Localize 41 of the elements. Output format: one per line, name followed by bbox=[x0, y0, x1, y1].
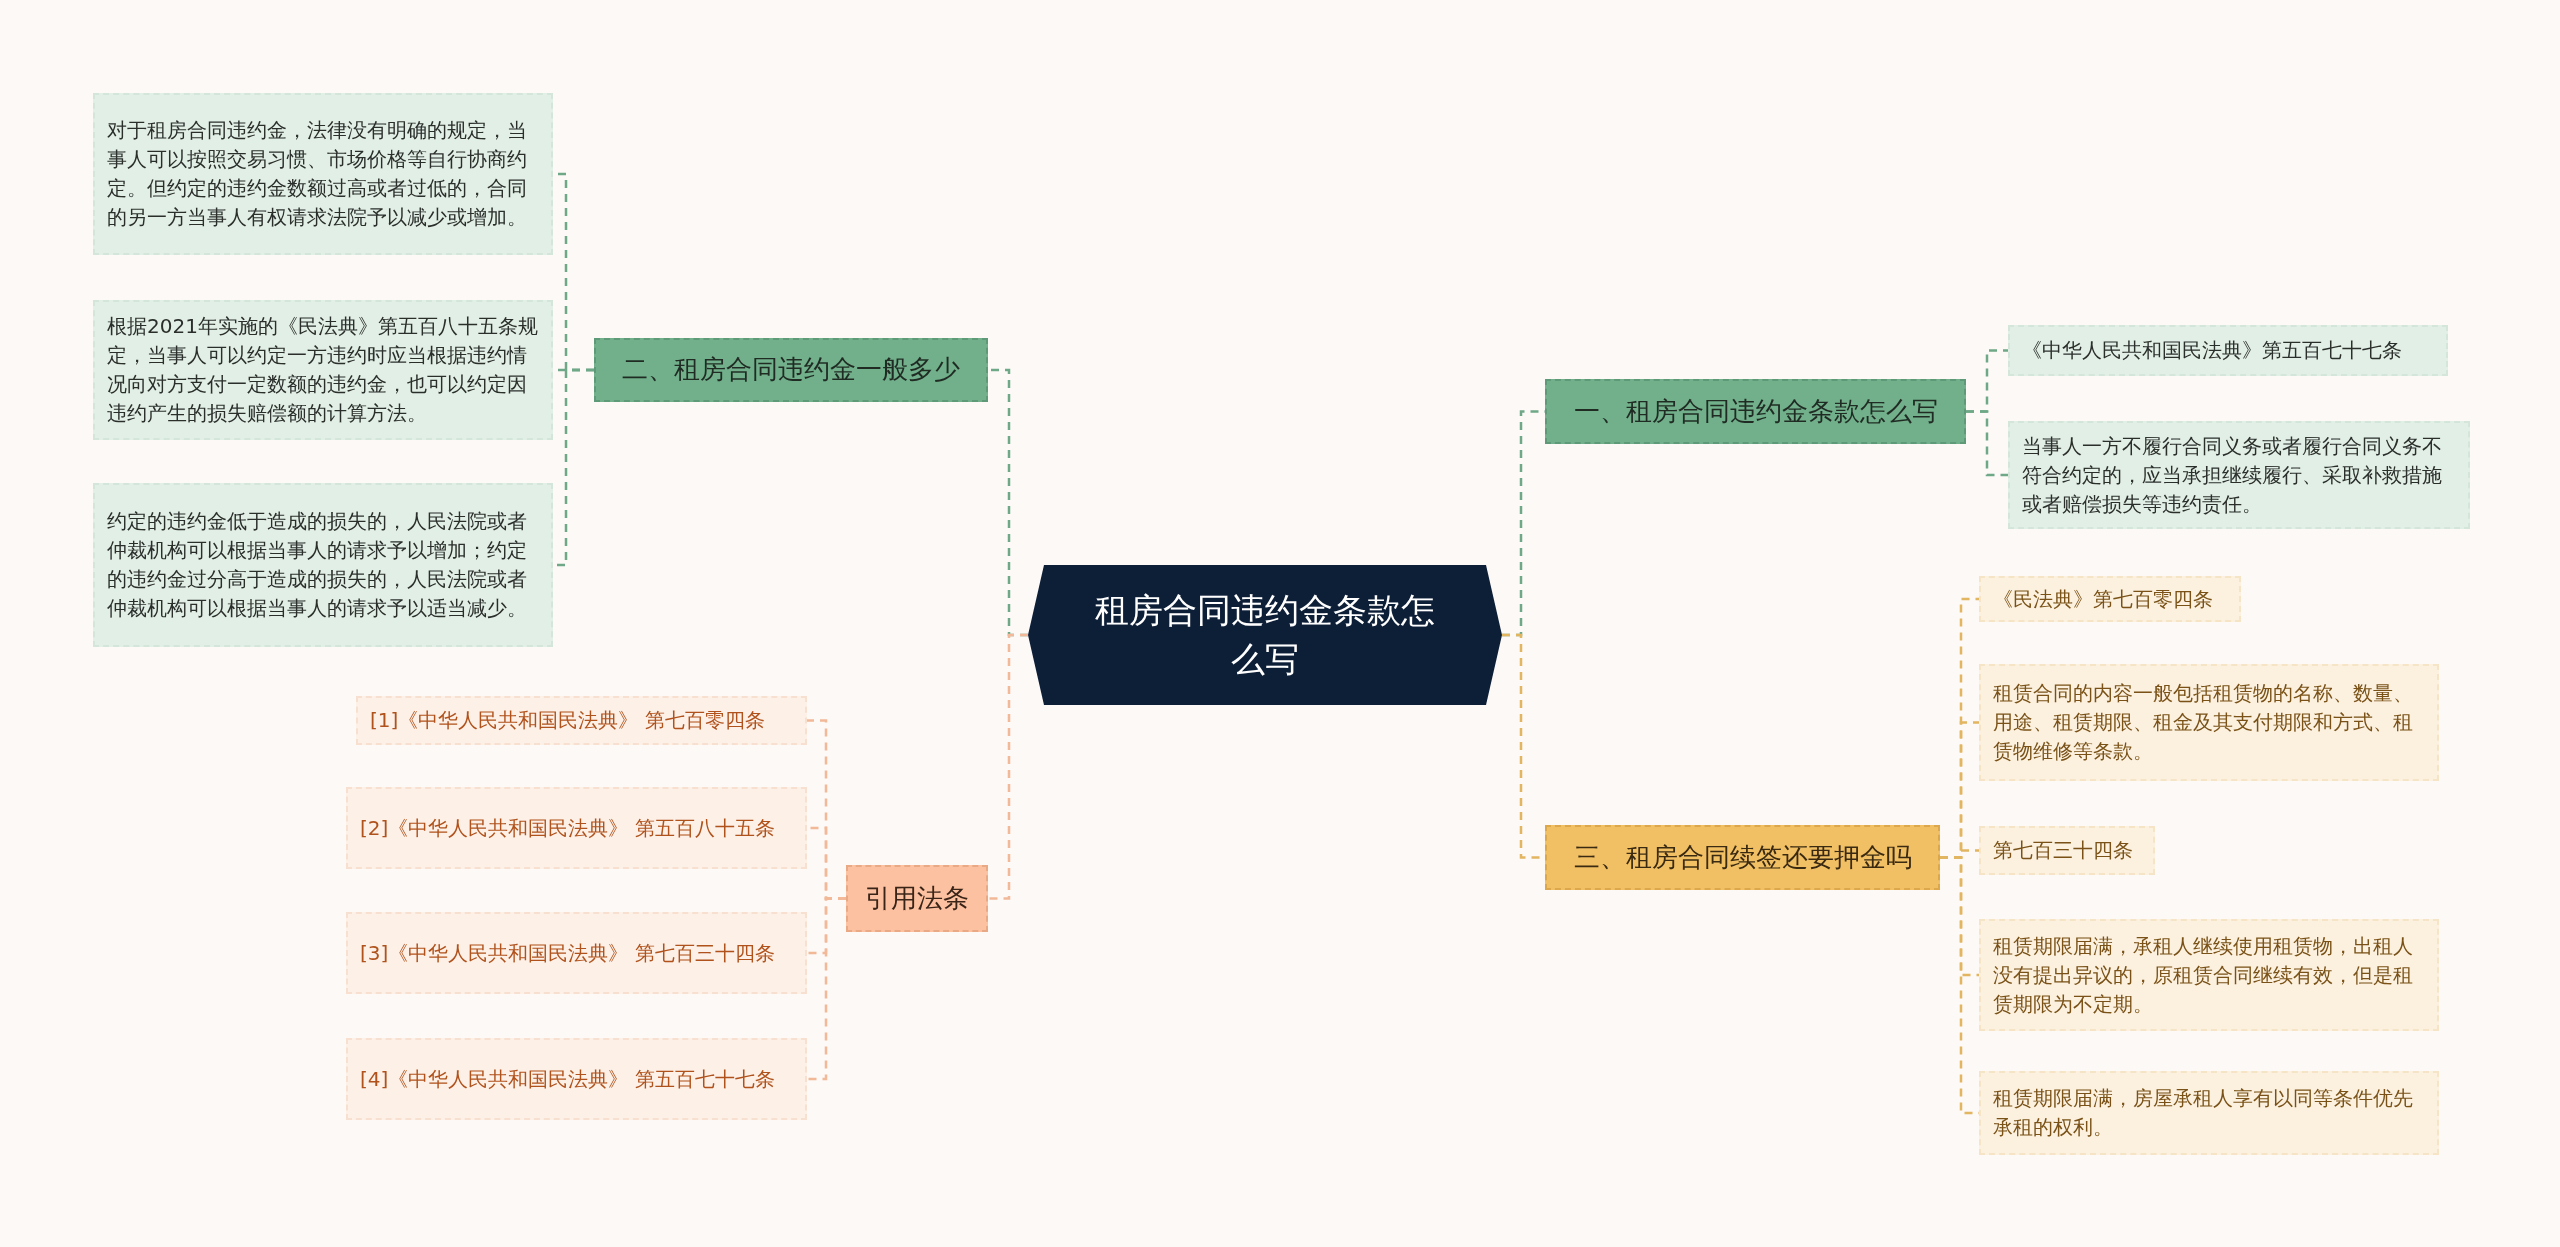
topic-box bbox=[846, 865, 988, 932]
topic-text: 三、租房合同续签还要押金吗 bbox=[1573, 840, 1912, 874]
note-box bbox=[346, 912, 807, 994]
topic-text: 租房合同违约金条款怎么写 bbox=[1094, 588, 1436, 681]
note-text: 当事人一方不履行合同义务或者履行合同义务不符合约定的，应当承担继续履行、采取补救措施或者赔偿损失等违约责任。 bbox=[2022, 432, 2443, 518]
note-text: 第七百三十四条 bbox=[1993, 837, 2133, 864]
note-box bbox=[346, 1038, 807, 1120]
note-text: 《中华人民共和国民法典》第五百七十七条 bbox=[2022, 337, 2402, 364]
note-text: 租赁合同的内容一般包括租赁物的名称、数量、用途、租赁期限、租金及其支付期限和方式、租赁物维修等条款。 bbox=[1993, 680, 2414, 765]
topic-box bbox=[1545, 379, 1966, 444]
note-box bbox=[93, 483, 553, 647]
topic-hexagon bbox=[1028, 565, 1502, 705]
topic-text: 二、租房合同违约金一般多少 bbox=[622, 353, 960, 387]
note-text: 《民法典》第七百零四条 bbox=[1993, 585, 2213, 613]
note-text: 根据2021年实施的《民法典》第五百八十五条规定，当事人可以约定一方违约时应当根据违约情况向对方支付一定数额的违约金，也可以约定因违约产生的损失赔偿额的计算方法。 bbox=[107, 313, 539, 427]
note-text: [1]《中华人民共和国民法典》 第七百零四条 bbox=[370, 707, 765, 734]
note-text: 约定的违约金低于造成的损失的，人民法院或者仲裁机构可以根据当事人的请求予以增加；约定的违约金过分高于造成的损失的，人民法院或者仲裁机构可以根据当事人的请求予以适当减少。 bbox=[107, 508, 528, 622]
note-text: [3]《中华人民共和国民法典》 第七百三十四条 bbox=[360, 939, 775, 967]
note-box bbox=[1979, 664, 2439, 781]
note-box bbox=[1979, 919, 2439, 1031]
note-box bbox=[1979, 1071, 2439, 1155]
note-box bbox=[93, 93, 553, 255]
topic-text: 引用法条 bbox=[865, 881, 969, 915]
note-box bbox=[346, 787, 807, 869]
note-text: 租赁期限届满，承租人继续使用租赁物，出租人没有提出异议的，原租赁合同继续有效，但是租赁期限为不定期。 bbox=[1993, 932, 2414, 1018]
connector-line bbox=[807, 897, 846, 1081]
note-text: 对于租房合同违约金，法律没有明确的规定，当事人可以按照交易习惯、市场价格等自行协商约定。但约定的违约金数额过高或者过低的，合同的另一方当事人有权请求法院予以减少或增加。 bbox=[107, 117, 528, 231]
note-text: 租赁期限届满，房屋承租人享有以同等条件优先承租的权利。 bbox=[1993, 1085, 2414, 1141]
note-box bbox=[93, 300, 553, 440]
note-box bbox=[1979, 826, 2155, 875]
topic-box bbox=[594, 338, 988, 402]
note-box bbox=[2008, 421, 2470, 529]
topic-box bbox=[1545, 825, 1940, 890]
topic-text: 一、租房合同违约金条款怎么写 bbox=[1573, 394, 1938, 428]
note-text: [2]《中华人民共和国民法典》 第五百八十五条 bbox=[360, 814, 775, 842]
note-text: [4]《中华人民共和国民法典》 第五百七十七条 bbox=[360, 1065, 775, 1093]
connector-line bbox=[988, 633, 1028, 900]
connector-line bbox=[1966, 410, 2008, 477]
note-box bbox=[1979, 576, 2241, 622]
note-box bbox=[2008, 325, 2448, 376]
note-box bbox=[356, 696, 807, 745]
